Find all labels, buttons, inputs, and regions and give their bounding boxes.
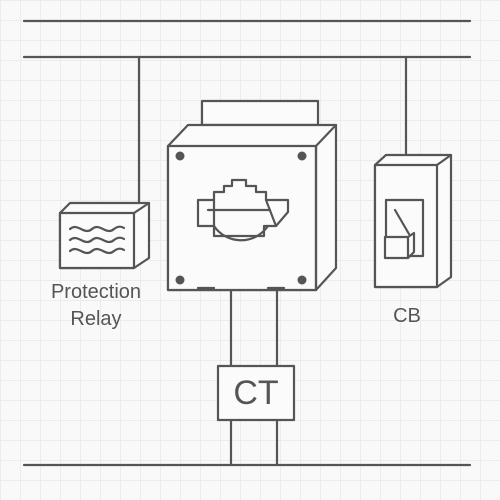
relay-box-icon	[58, 201, 151, 270]
protection-relay-label-line1: Protection	[50, 281, 142, 303]
current-transformer-label: CT	[233, 374, 279, 412]
protection-relay-label-line2: Relay	[70, 308, 122, 330]
breaker-switch-icon	[373, 153, 453, 289]
circuit-breaker-label: CB	[393, 305, 421, 327]
ct-label-box	[216, 364, 296, 422]
ct-core-icon	[166, 99, 338, 292]
